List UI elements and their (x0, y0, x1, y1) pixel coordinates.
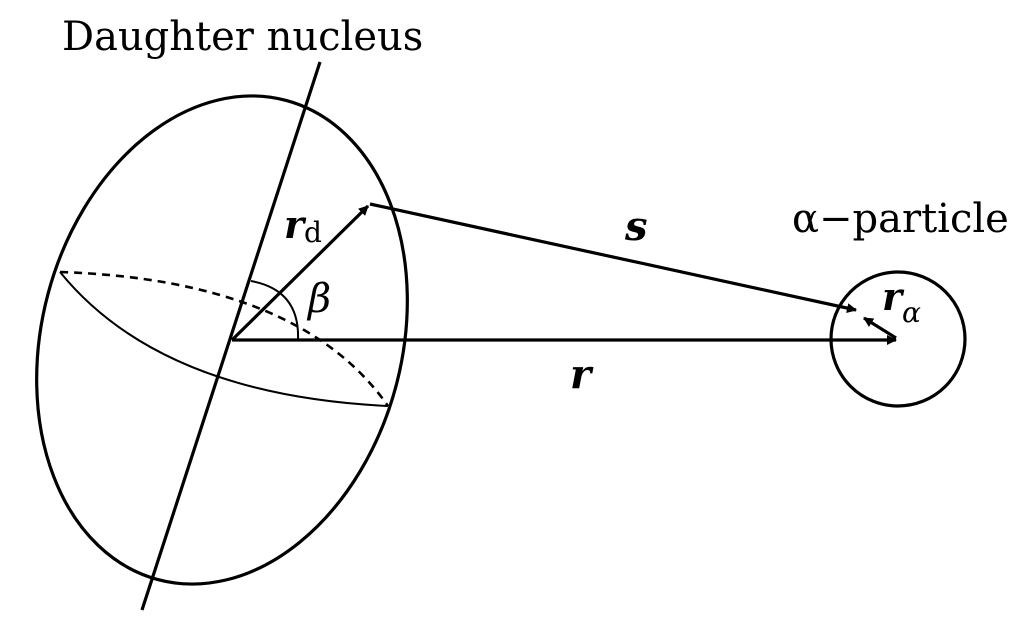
equator-solid-curve (59, 271, 389, 407)
vector-rd-label-main: r (284, 202, 307, 247)
equator-dashed-curve (59, 270, 390, 407)
vector-ralpha-label-sub: α (902, 296, 921, 329)
vector-s-label: s (624, 203, 648, 250)
angle-beta-arc (250, 280, 300, 341)
daughter-nucleus-label: Daughter nucleus (62, 14, 423, 60)
vector-ralpha-label: rα (882, 274, 921, 329)
alpha-particle-circle (829, 270, 967, 408)
vector-rd-label: rd (284, 202, 322, 249)
vector-rd-label-sub: d (304, 216, 322, 249)
vector-s-arrow (369, 202, 857, 313)
vector-r-label: r (570, 351, 594, 398)
daughter-nucleus-ellipse (35, 94, 409, 586)
vector-ralpha-arrow (863, 316, 897, 340)
alpha-particle-label: α−particle (792, 196, 1009, 242)
vector-ralpha-label-main: r (882, 274, 905, 319)
vector-rd-arrow (230, 204, 370, 342)
angle-beta-label: β (306, 276, 331, 322)
symmetry-axis (140, 61, 322, 611)
